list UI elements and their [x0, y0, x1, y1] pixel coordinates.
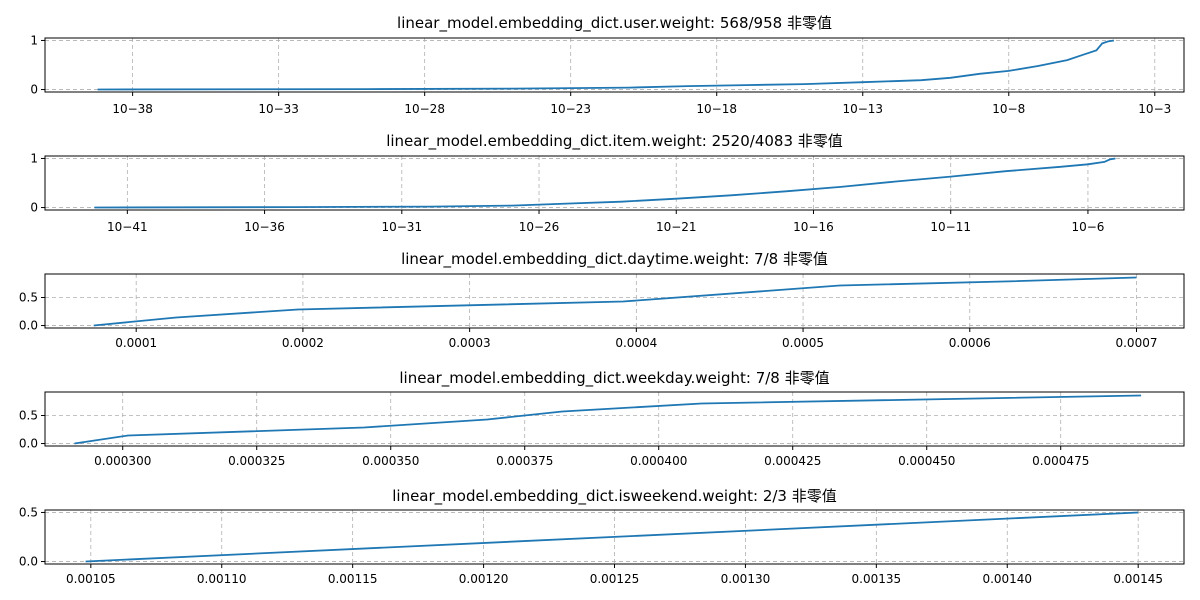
axes-frame: [44, 273, 1185, 329]
x-tick-label: 10−13: [842, 102, 883, 116]
x-tick-label: 0.000425: [764, 454, 821, 468]
y-tick-label: 0.5: [19, 408, 38, 422]
x-tick-label: 10−26: [519, 220, 560, 234]
x-tick-label: 0.00125: [590, 572, 640, 586]
x-tick-label: 10−31: [381, 220, 422, 234]
x-tick-label: 0.000300: [94, 454, 151, 468]
x-tick-label: 10−41: [107, 220, 148, 234]
chart-panel-2: linear_model.embedding_dict.item.weight:…: [30, 132, 1185, 234]
series-line: [74, 394, 1142, 445]
x-tick-label: 0.000450: [898, 454, 955, 468]
chart-panel-1: linear_model.embedding_dict.user.weight:…: [30, 14, 1185, 116]
x-tick-label: 0.00120: [459, 572, 509, 586]
x-tick-label: 10−16: [793, 220, 834, 234]
x-tick-label: 0.00135: [852, 572, 902, 586]
x-tick-label: 10−8: [992, 102, 1025, 116]
x-tick-label: 10−21: [656, 220, 697, 234]
axes-frame: [44, 391, 1185, 447]
x-tick-label: 10−36: [244, 220, 285, 234]
x-tick-label: 0.00140: [982, 572, 1032, 586]
x-tick-label: 0.000375: [496, 454, 553, 468]
x-tick-label: 0.00110: [197, 572, 247, 586]
chart-title: linear_model.embedding_dict.isweekend.we…: [392, 487, 837, 506]
x-tick-label: 10−38: [112, 102, 153, 116]
y-tick-label: 0: [30, 83, 38, 97]
series-line: [94, 157, 1116, 209]
x-tick-label: 0.0004: [615, 336, 657, 350]
x-tick-label: 10−11: [930, 220, 971, 234]
x-tick-label: 0.000325: [228, 454, 285, 468]
x-tick-label: 0.000475: [1032, 454, 1089, 468]
y-tick-label: 1: [30, 151, 38, 165]
x-tick-label: 0.000400: [630, 454, 687, 468]
axes-frame: [44, 37, 1185, 93]
y-tick-label: 0.5: [19, 290, 38, 304]
y-tick-label: 0.0: [19, 437, 38, 451]
x-tick-label: 0.00130: [721, 572, 771, 586]
y-tick-label: 0.0: [19, 319, 38, 333]
x-tick-label: 10−18: [696, 102, 737, 116]
x-tick-label: 10−3: [1138, 102, 1171, 116]
axes-frame: [44, 155, 1185, 211]
series-line: [93, 276, 1137, 327]
x-tick-label: 10−23: [550, 102, 591, 116]
x-tick-label: 0.0002: [282, 336, 324, 350]
x-tick-label: 0.0001: [115, 336, 157, 350]
x-tick-label: 0.0005: [782, 336, 824, 350]
axes-frame: [44, 509, 1185, 565]
y-tick-label: 0.0: [19, 555, 38, 569]
x-tick-label: 0.000350: [362, 454, 419, 468]
series-line: [85, 511, 1139, 563]
x-tick-label: 0.00105: [66, 572, 116, 586]
x-tick-label: 0.0007: [1115, 336, 1157, 350]
chart-title: linear_model.embedding_dict.weekday.weig…: [399, 369, 829, 388]
x-tick-label: 0.0006: [949, 336, 991, 350]
y-tick-label: 0.5: [19, 505, 38, 519]
y-tick-label: 1: [30, 33, 38, 47]
chart-panel-5: linear_model.embedding_dict.isweekend.we…: [19, 487, 1185, 586]
chart-title: linear_model.embedding_dict.daytime.weig…: [401, 250, 828, 269]
x-tick-label: 0.0003: [449, 336, 491, 350]
chart-title: linear_model.embedding_dict.user.weight:…: [397, 14, 832, 33]
x-tick-label: 10−28: [404, 102, 445, 116]
chart-title: linear_model.embedding_dict.item.weight:…: [386, 132, 843, 151]
x-tick-label: 0.00115: [328, 572, 378, 586]
chart-panel-3: linear_model.embedding_dict.daytime.weig…: [19, 250, 1185, 350]
x-tick-label: 10−6: [1071, 220, 1104, 234]
x-tick-label: 10−33: [258, 102, 299, 116]
chart-panel-4: linear_model.embedding_dict.weekday.weig…: [19, 369, 1185, 468]
y-tick-label: 0: [30, 201, 38, 215]
series-line: [97, 39, 1115, 91]
x-tick-label: 0.00145: [1113, 572, 1163, 586]
